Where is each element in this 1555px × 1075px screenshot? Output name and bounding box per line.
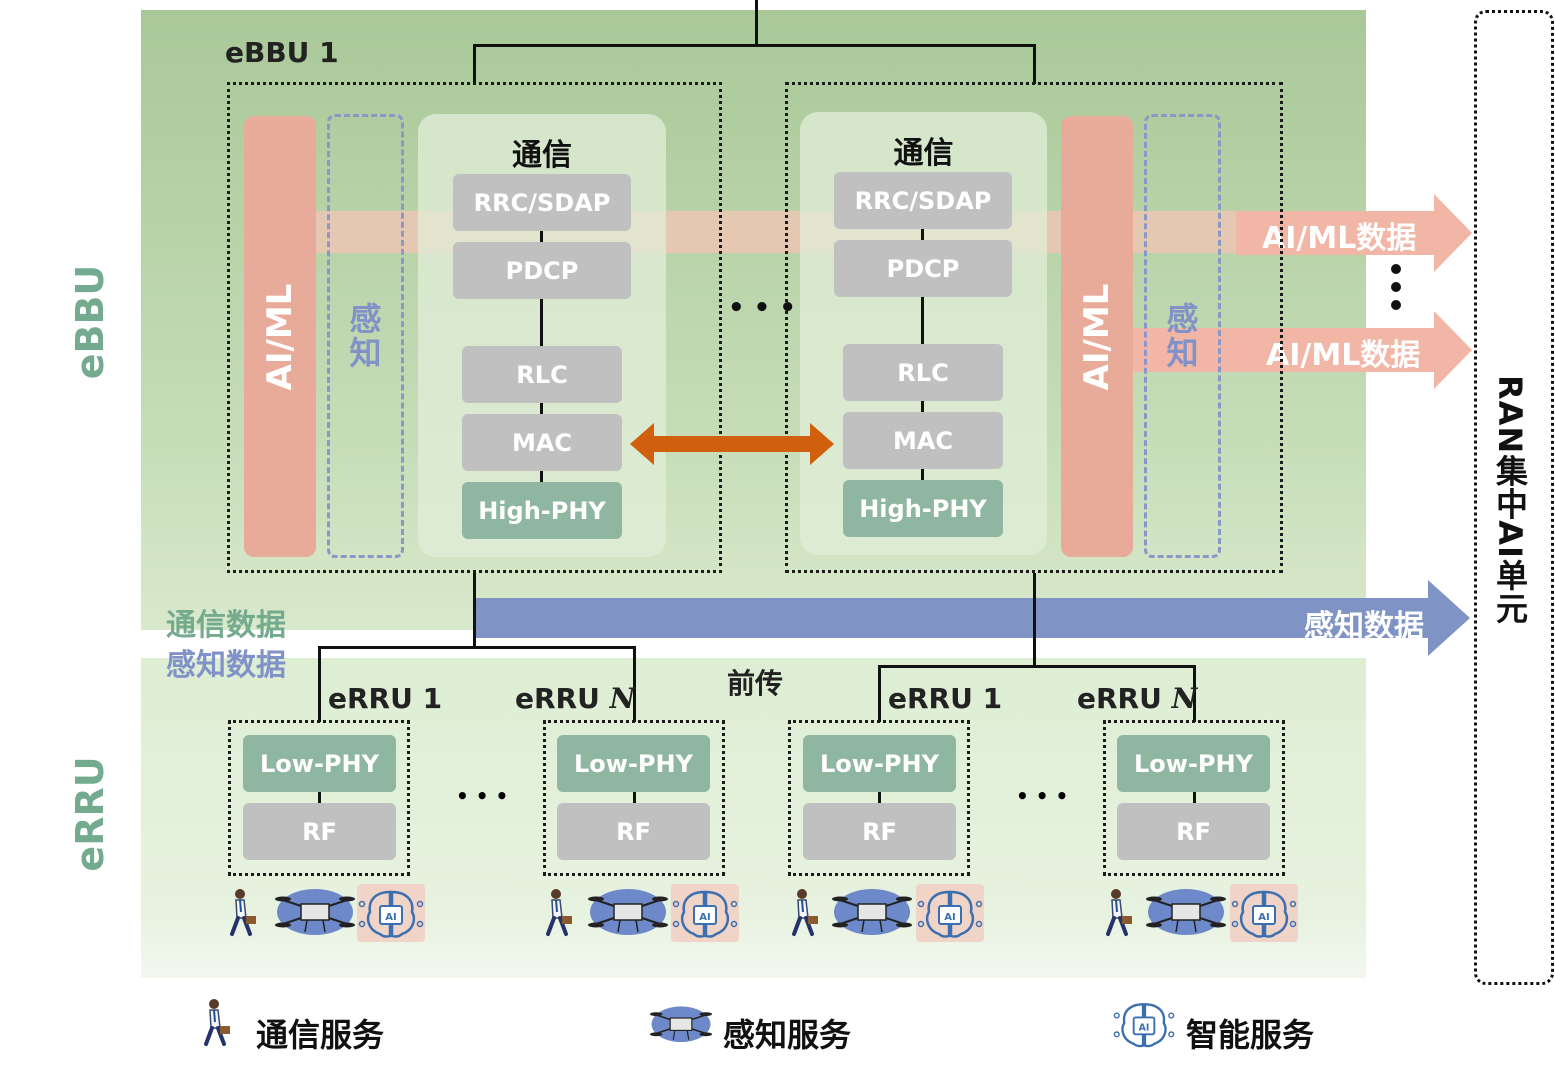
rru-connector [318, 790, 321, 810]
low-phy-block: Low-PHY [243, 735, 396, 792]
aiml-data-label-1: AI/ML数据 [1262, 221, 1417, 256]
ebbu-unit-2 [785, 82, 1283, 573]
drone-icon [1146, 888, 1226, 936]
rrc-sdap-block: RRC/SDAP [453, 174, 631, 231]
aiml-column-1: AI/ML [244, 116, 316, 557]
erru-side-label: eRRU [68, 756, 112, 872]
ebbu-unit-1 [227, 82, 722, 573]
central-ai-unit [1474, 10, 1554, 985]
rf-block: RF [803, 803, 956, 860]
aiml-column-label: AI/ML [1077, 283, 1117, 390]
erru-ellipsis: • • • [456, 784, 509, 808]
rf-block: RF [1117, 803, 1270, 860]
fronthaul-left-v [473, 573, 476, 648]
ebbu-region [141, 10, 1366, 630]
rlc-block: RLC [843, 344, 1003, 401]
drone-icon [650, 1005, 712, 1043]
mac-block: MAC [462, 414, 622, 471]
top-connector-h [473, 44, 1036, 47]
erru-ellipsis: • • • [1016, 784, 1069, 808]
mac-block: MAC [843, 412, 1003, 469]
rf-block: RF [243, 803, 396, 860]
walking-person-icon [230, 888, 258, 936]
fronthaul-left-a [318, 646, 321, 722]
erru-box [1103, 720, 1285, 876]
walking-person-icon [792, 888, 820, 936]
rrc-sdap-block: RRC/SDAP [834, 172, 1012, 229]
ai-brain-icon [358, 890, 424, 938]
erru-box [788, 720, 970, 876]
sense-data-label: 感知数据 [1304, 609, 1424, 644]
mac-interconnect-arrow [630, 423, 834, 465]
aiml-column-2: AI/ML [1061, 116, 1133, 557]
erru-n-label: eRRU N [1077, 682, 1198, 715]
aiml-column-label: AI/ML [260, 283, 300, 390]
fronthaul-label: 前传 [727, 667, 784, 700]
sense-data-legend: 感知数据 [166, 648, 286, 683]
connector-right [1033, 44, 1036, 84]
aiml-data-arrow-2 [1130, 311, 1472, 389]
rru-connector [1193, 790, 1196, 810]
aiml-data-arrow-1 [1236, 194, 1472, 272]
ebbu-group-title: eBBU 1 [225, 36, 339, 69]
pdcp-block: PDCP [453, 242, 631, 299]
comm-panel-title: 通信 [893, 136, 954, 171]
low-phy-block: Low-PHY [557, 735, 710, 792]
erru-1-label: eRRU 1 [888, 682, 1003, 715]
sense-column-label: 感知 [349, 300, 382, 372]
erru-box [228, 720, 410, 876]
fronthaul-right-b [1193, 665, 1196, 722]
legend-comm-service: 通信服务 [256, 1016, 385, 1054]
drone-icon [832, 888, 912, 936]
fronthaul-left-b [633, 646, 636, 722]
legend-ai-service: 智能服务 [1186, 1016, 1315, 1054]
walking-person-icon [546, 888, 574, 936]
ai-brain-icon [917, 890, 983, 938]
ebbu-ellipsis: • • • [728, 293, 796, 323]
rf-block: RF [557, 803, 710, 860]
connector-left [473, 44, 476, 84]
low-phy-block: Low-PHY [803, 735, 956, 792]
comm-data-legend: 通信数据 [166, 608, 286, 643]
fronthaul-left-h [318, 646, 636, 649]
high-phy-block: High-PHY [843, 480, 1003, 537]
ai-brain-icon [1231, 890, 1297, 938]
ai-brain-icon [672, 890, 738, 938]
low-phy-block: Low-PHY [1117, 735, 1270, 792]
stream-vertical-ellipsis [1388, 264, 1404, 314]
sense-data-arrow [474, 580, 1470, 656]
pdcp-block: PDCP [834, 240, 1012, 297]
walking-person-icon [204, 998, 232, 1046]
top-connector [755, 0, 758, 46]
ebbu-side-label: eBBU [68, 264, 112, 380]
rru-connector [878, 790, 881, 810]
rru-connector [633, 790, 636, 810]
fronthaul-right-v [1033, 573, 1036, 667]
sense-column-label: 感知 [1166, 300, 1199, 372]
walking-person-icon [1106, 888, 1134, 936]
drone-icon [588, 888, 668, 936]
legend-sense-service: 感知服务 [723, 1016, 852, 1054]
aiml-data-label-2: AI/ML数据 [1266, 338, 1421, 373]
sense-column-1: 感知 [327, 114, 404, 558]
fronthaul-right-a [878, 665, 881, 722]
high-phy-block: High-PHY [462, 482, 622, 539]
erru-1-label: eRRU 1 [328, 682, 443, 715]
erru-box [543, 720, 725, 876]
rlc-block: RLC [462, 346, 622, 403]
erru-n-label: eRRU N [515, 682, 636, 715]
drone-icon [275, 888, 355, 936]
ai-brain-icon [1113, 1003, 1175, 1048]
fronthaul-right-h [878, 665, 1196, 668]
sense-column-2: 感知 [1144, 114, 1221, 558]
comm-panel-title: 通信 [512, 138, 572, 173]
central-ai-unit-label: RAN集中AI单元 [1491, 375, 1529, 625]
